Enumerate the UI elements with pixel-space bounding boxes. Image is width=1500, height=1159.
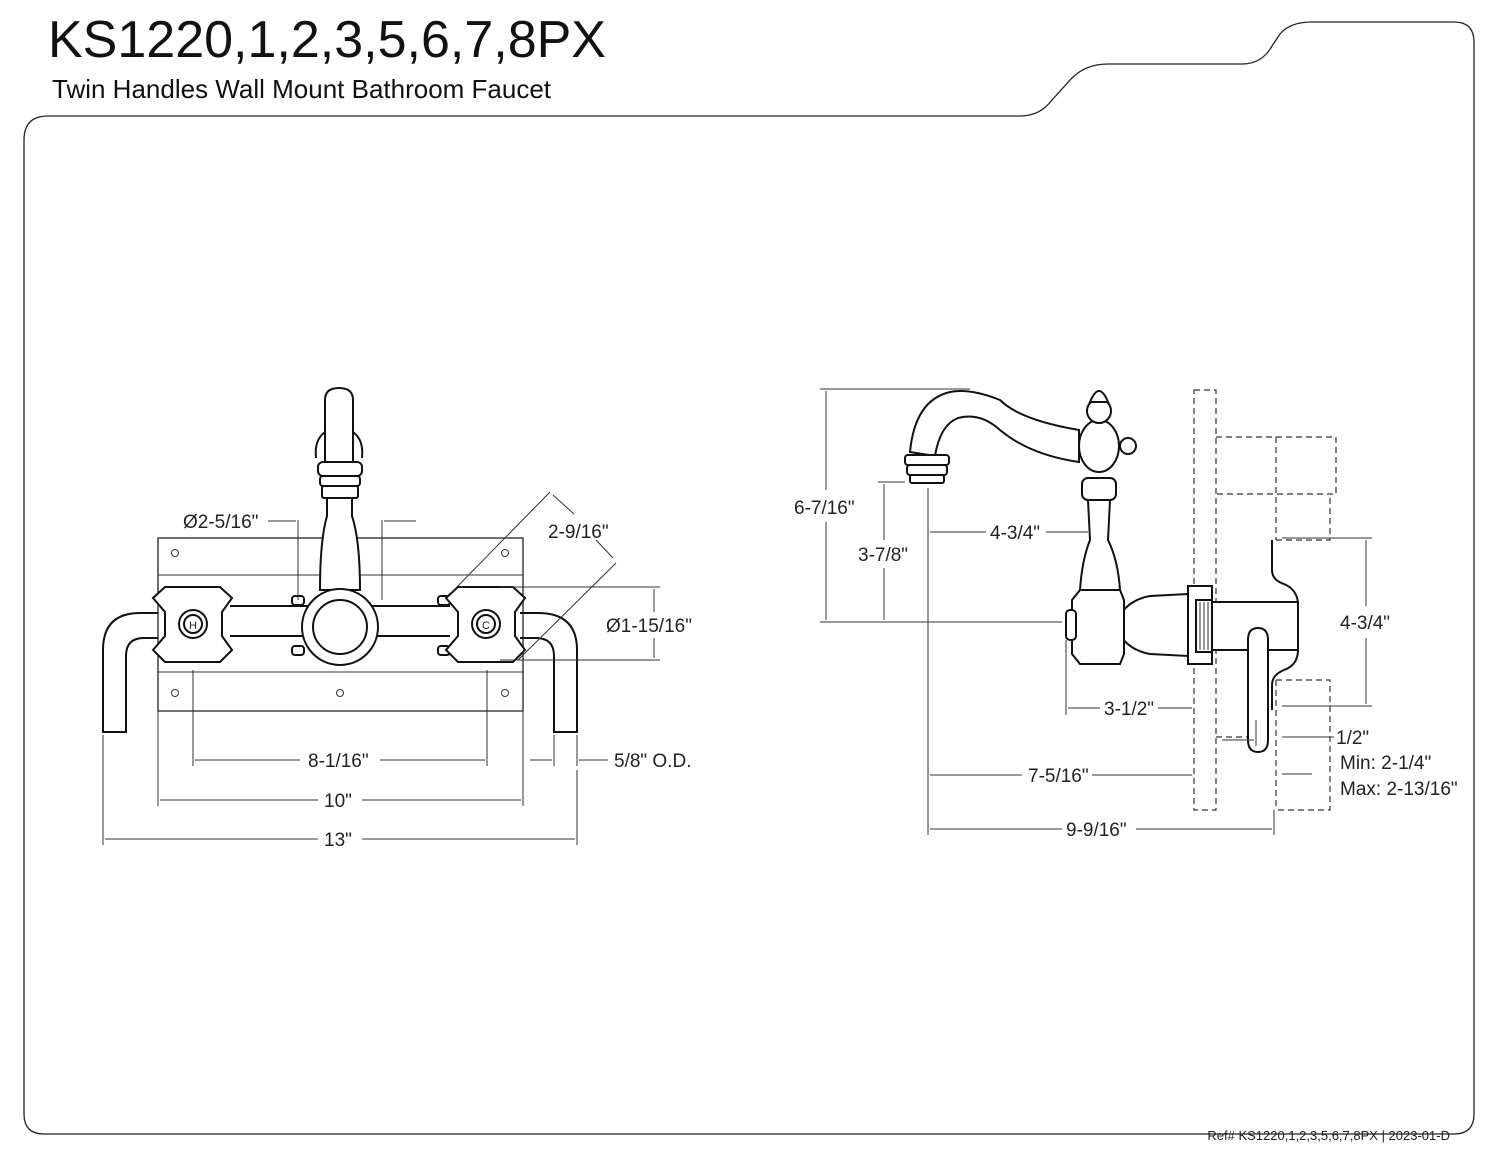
dim-wall-thickness: 1/2" [1336,728,1369,749]
hot-handle: H [151,586,234,663]
hot-handle-label: H [189,620,197,632]
cold-handle-label: C [482,620,490,632]
side-view: 6-7/16" 3-7/8" 4-3/4" 3-1/2" 7-5/16" [794,388,1458,841]
dim-plate-width: 10" [324,791,352,812]
cold-handle: C [444,586,527,663]
dim-spout-dia: Ø2-5/16" [183,512,258,533]
side-handle-body [1117,592,1189,658]
dim-valve-height: 4-3/4" [1340,613,1390,634]
side-column [1078,499,1122,591]
supply-tube-right [520,612,578,733]
dim-overall-reach: 9-9/16" [1066,820,1127,841]
dim-wall-max: Max: 2-13/16" [1340,779,1458,800]
dim-overall-width: 13" [324,830,352,851]
dim-wall-min: Min: 2-1/4" [1340,753,1431,774]
product-subtitle: Twin Handles Wall Mount Bathroom Faucet [52,74,552,104]
dim-spout-height: 3-7/8" [858,545,908,566]
drawing-frame [23,21,1475,1135]
side-spout [908,390,1080,464]
dim-overall-height: 6-7/16" [794,498,855,519]
reference-number: Ref# KS1220,1,2,3,5,6,7,8PX | 2023-01-D [1207,1128,1450,1143]
dim-spout-reach: 7-5/16" [1028,766,1089,787]
spout-body [318,497,362,591]
front-view: H C Ø2-5/16" Ø1-15/16" [102,386,692,851]
supply-tube-left [102,612,158,733]
dim-handle-dia: Ø1-15/16" [606,616,692,637]
dim-supply-od: 5/8" O.D. [614,751,692,772]
dim-center-spread: 8-1/16" [308,751,369,772]
product-title: KS1220,1,2,3,5,6,7,8PX [48,11,606,69]
dim-handle-span: 2-9/16" [548,522,609,543]
dim-handle-projection: 3-1/2" [1104,699,1154,720]
dim-spout-to-handle: 4-3/4" [990,523,1040,544]
